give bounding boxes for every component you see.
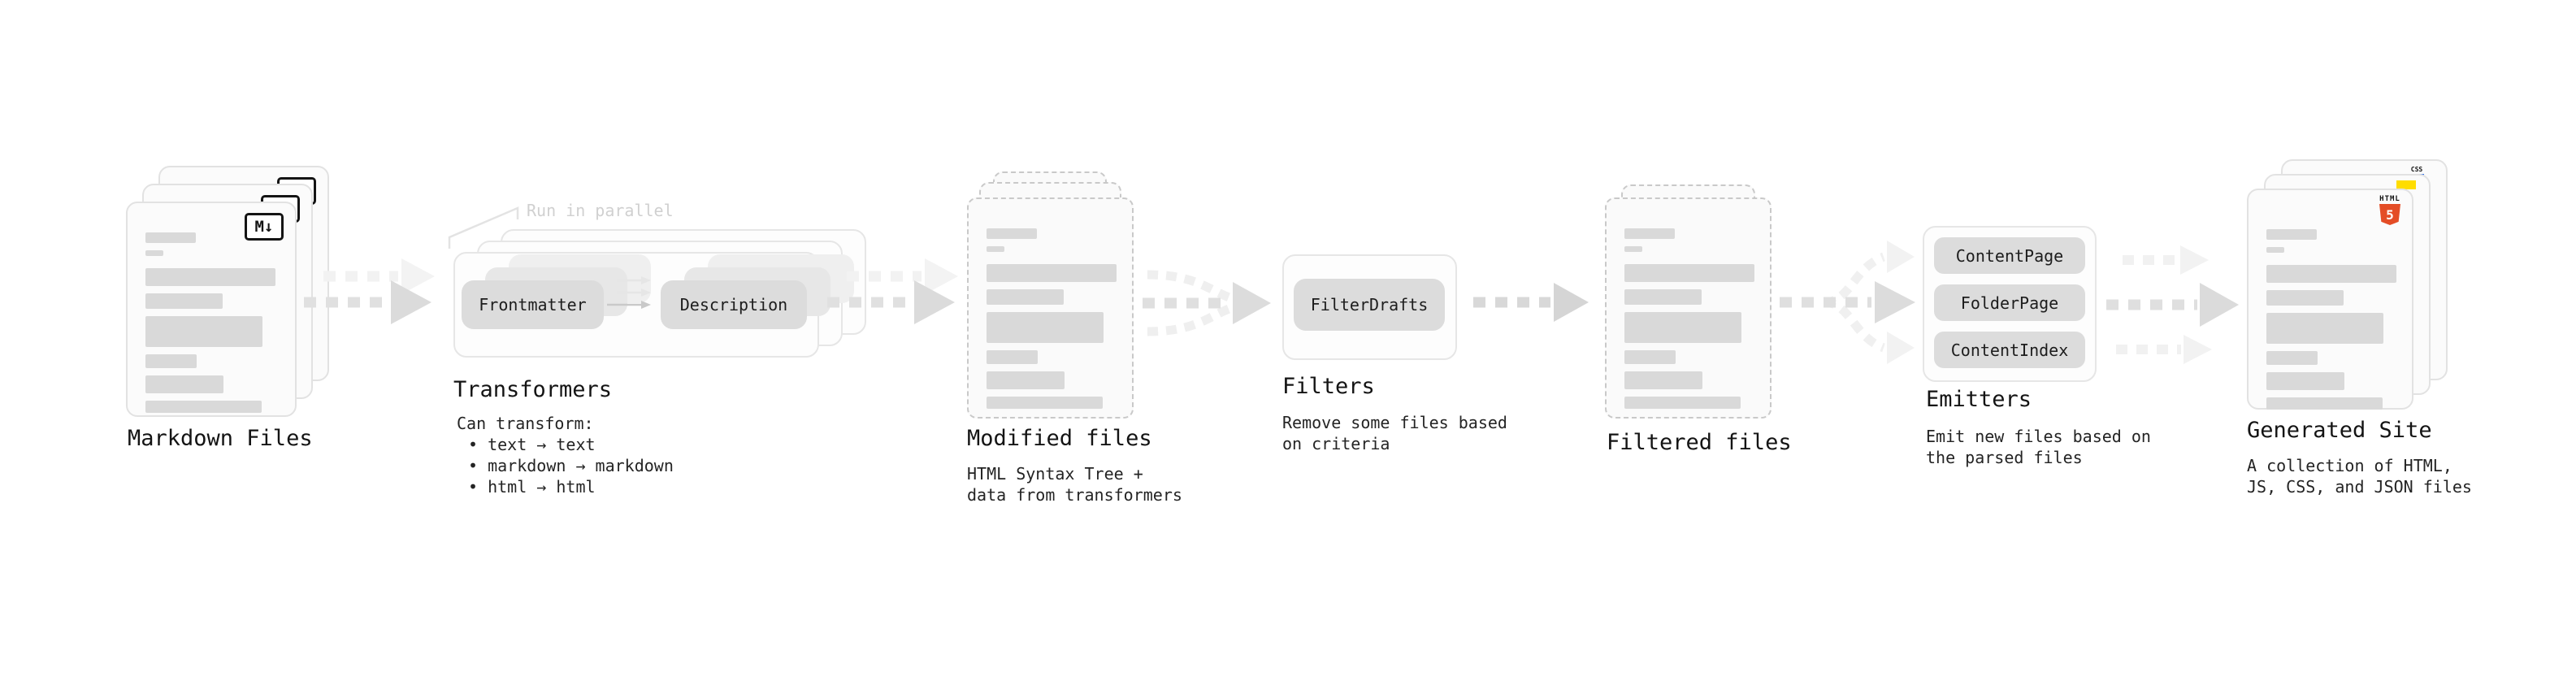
js-icon (2396, 180, 2416, 189)
desc-bullet: • markdown → markdown (468, 456, 674, 475)
emitters-description: Emit new files based on the parsed files (1926, 426, 2151, 468)
desc-bullet: • text → text (468, 435, 596, 454)
desc-line: JS, CSS, and JSON files (2247, 477, 2472, 497)
document-content-placeholder (987, 228, 1117, 409)
markdown-file-card-front: M↓ (126, 202, 297, 417)
stage-label-filters: Filters (1282, 374, 1375, 399)
desc-line: A collection of HTML, (2247, 456, 2452, 475)
emitter-plugin-contentindex: ContentIndex (1934, 332, 2085, 368)
filtered-file-card-front (1605, 197, 1772, 419)
desc-line: data from transformers (967, 485, 1182, 505)
document-content-placeholder (145, 232, 275, 413)
flow-arrow-triple (2106, 245, 2239, 364)
emitter-plugin-folderpage: FolderPage (1934, 284, 2085, 321)
flow-arrow-double (304, 258, 435, 324)
filters-description: Remove some files based on criteria (1282, 412, 1507, 454)
markdown-icon: M↓ (245, 213, 284, 241)
modified-files-description: HTML Syntax Tree + data from transformer… (967, 463, 1182, 505)
parallel-arrow-icon (617, 276, 651, 284)
modified-file-card-front (967, 197, 1134, 419)
stage-label-markdown-files: Markdown Files (128, 426, 313, 451)
flow-arrow-fan-out (1780, 241, 1915, 364)
filter-plugin-filterdrafts: FilterDrafts (1294, 279, 1445, 331)
desc-line: Emit new files based on (1926, 427, 2151, 446)
emitter-plugin-contentpage: ContentPage (1934, 237, 2085, 274)
stage-label-generated-site: Generated Site (2247, 418, 2432, 443)
desc-line: on criteria (1282, 434, 1390, 453)
transformer-plugin-frontmatter: Frontmatter (462, 280, 604, 329)
html5-icon: HTML 5 (2376, 195, 2404, 225)
desc-line: the parsed files (1926, 448, 2083, 467)
parallel-arrow-icon (617, 288, 651, 297)
run-in-parallel-callout-line (448, 206, 519, 249)
transformers-description: Can transform: • text → text • markdown … (457, 413, 674, 497)
generated-site-description: A collection of HTML, JS, CSS, and JSON … (2247, 455, 2472, 497)
stage-label-modified-files: Modified files (967, 426, 1152, 451)
desc-line: Remove some files based (1282, 413, 1507, 432)
document-content-placeholder (2266, 229, 2396, 410)
stage-label-filtered-files: Filtered files (1607, 430, 1792, 455)
generated-file-card-html: HTML 5 (2247, 189, 2413, 410)
flow-arrow-fan-in (1143, 270, 1271, 336)
document-content-placeholder (1624, 228, 1754, 409)
flow-arrow-double (827, 258, 958, 324)
flow-arrow-single (1473, 283, 1589, 322)
stage-label-transformers: Transformers (453, 377, 613, 402)
desc-line: Can transform: (457, 414, 594, 433)
desc-line: HTML Syntax Tree + (967, 464, 1143, 484)
parallel-arrow-icon (607, 301, 651, 309)
transformer-plugin-description: Description (661, 280, 807, 329)
run-in-parallel-label: Run in parallel (527, 201, 674, 220)
stage-label-emitters: Emitters (1926, 387, 2032, 412)
desc-bullet: • html → html (468, 477, 596, 497)
